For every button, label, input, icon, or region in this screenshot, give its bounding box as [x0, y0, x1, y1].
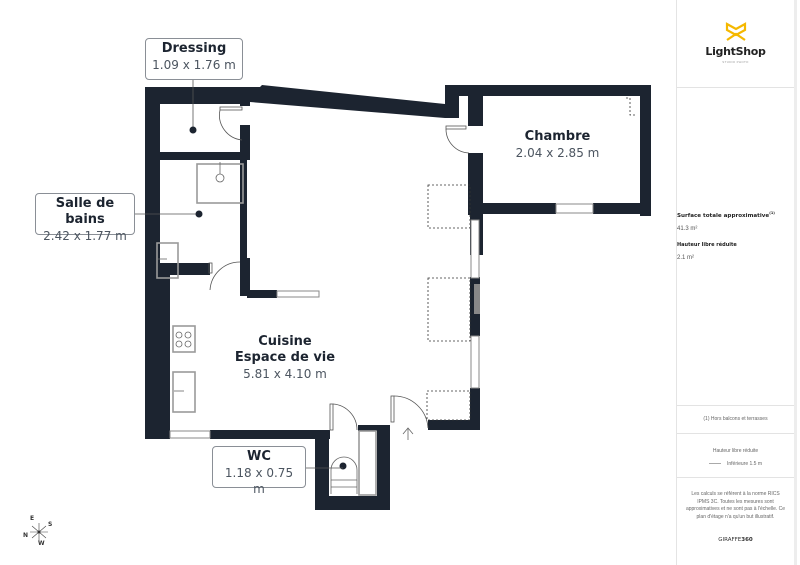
cooktop [172, 325, 196, 353]
reduced-height-zones [426, 97, 636, 421]
giraffe360-brand: GIRAFFE360 [718, 537, 753, 543]
room-name: Chambre [524, 129, 591, 144]
room-dimensions: 2.42 x 1.77 m [43, 229, 127, 243]
kitchen-sink [172, 371, 196, 413]
room-label-salle-de-bains: Salle de bains 2.42 x 1.77 m [35, 193, 135, 243]
room-name: WC [247, 449, 271, 464]
footnote-text: (1) Hors balcons et terrasses [703, 416, 768, 422]
floor-plan-drawing [135, 80, 651, 510]
room-label-dressing: Dressing 1.09 x 1.76 m [145, 38, 243, 80]
room-dimensions: 2.04 x 2.85 m [515, 146, 600, 160]
window-glass [474, 284, 480, 314]
logo-section: LightShop STUDIO PHOTO [677, 0, 794, 88]
leader-lines [135, 80, 343, 469]
lightshop-logo-icon [725, 22, 746, 41]
total-area-value: 41.3 m² [677, 226, 698, 232]
room-name-line2: Espace de vie [234, 350, 336, 365]
compass-north: N [23, 532, 29, 539]
walls [145, 85, 651, 510]
compass-west: W [38, 540, 45, 547]
room-dimensions: 1.09 x 1.76 m [152, 58, 236, 72]
room-name: Salle de bains [55, 196, 115, 227]
compass-south: S [48, 521, 53, 528]
room-dimensions: 1.18 x 0.75 m [224, 466, 294, 496]
room-label-wc: WC 1.18 x 0.75 m [212, 446, 306, 496]
room-name-line1: Cuisine [258, 334, 312, 349]
room-label-cuisine: Cuisine Espace de vie 5.81 x 4.10 m [225, 334, 345, 383]
reduced-height-value: 2.1 m² [677, 255, 695, 261]
compass-icon [30, 523, 48, 541]
logo-tagline: STUDIO PHOTO [722, 60, 749, 64]
legend-title: Hauteur libre réduite [712, 448, 759, 454]
footnote-section: (1) Hors balcons et terrasses [677, 406, 794, 434]
room-dimensions: 5.81 x 4.10 m [243, 367, 327, 381]
total-area-title: Surface totale approximative(1) [677, 211, 775, 219]
reduced-height-title: Hauteur libre réduite [677, 242, 737, 248]
doors [208, 106, 470, 431]
logo-name: LightShop [705, 45, 766, 58]
bathroom-sink [156, 242, 179, 279]
disclaimer-text: Les calculs se réfèrent à la norme RICS … [685, 491, 786, 520]
legend-section: Hauteur libre réduite Inférieure 1.5 m [677, 434, 794, 478]
disclaimer-section: Les calculs se réfèrent à la norme RICS … [677, 478, 794, 565]
legend-item: Inférieure 1.5 m [677, 461, 794, 467]
floor-plan: Dressing 1.09 x 1.76 m Salle de bains 2.… [18, 38, 651, 552]
compass-rose: E S N W [18, 512, 66, 552]
room-label-chambre: Chambre 2.04 x 2.85 m [500, 129, 615, 162]
windows [169, 203, 594, 439]
room-name: Dressing [161, 41, 227, 56]
info-sidebar: LightShop STUDIO PHOTO Surface totale ap… [676, 0, 797, 565]
area-section [677, 88, 794, 406]
legend-line-icon [708, 463, 721, 465]
compass-east: E [30, 515, 35, 522]
